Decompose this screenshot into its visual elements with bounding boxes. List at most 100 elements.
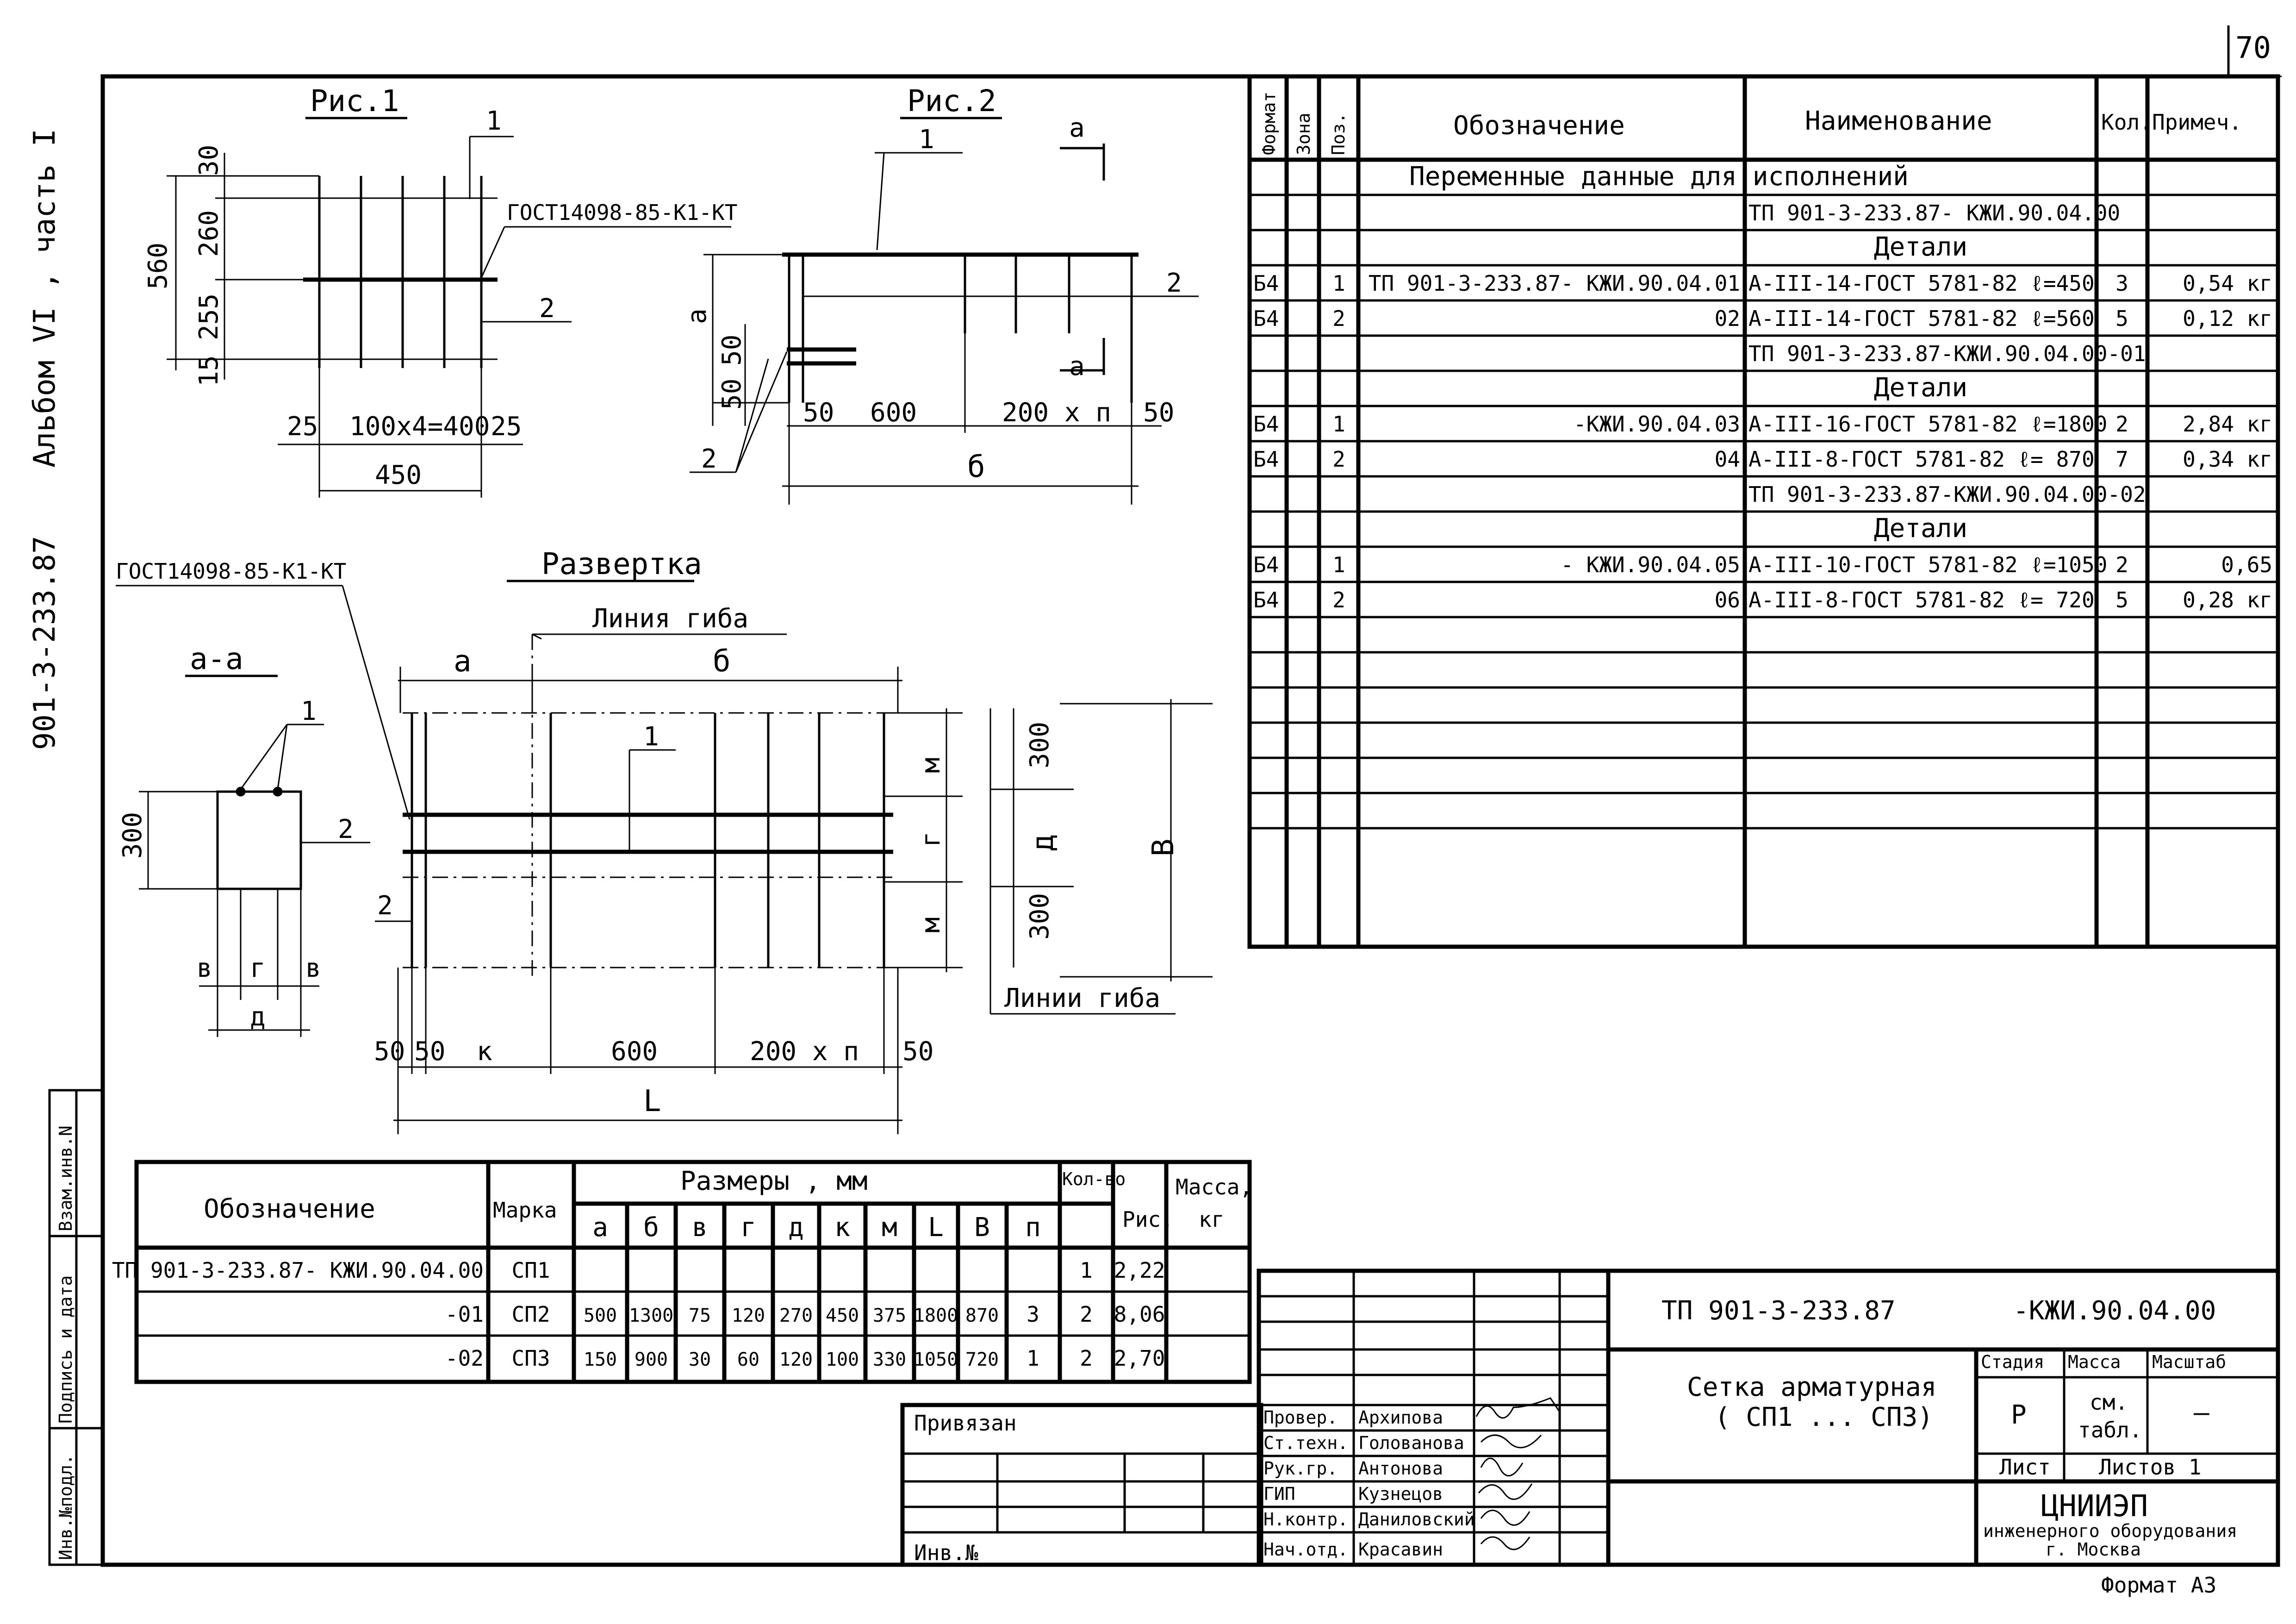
dev-dim-a: а [454, 644, 472, 679]
fig1-dim-15: 15 [194, 356, 224, 387]
section-a-a: а-а 1 2 300 в г в д [118, 642, 370, 1037]
fig1-dim-260: 260 [194, 210, 224, 257]
dim-cell: 1050 [914, 1349, 958, 1370]
dim-cell: 1300 [629, 1305, 673, 1326]
dim-h-marka: Марка [493, 1198, 557, 1223]
tb-org-1: ЦНИИЭП [2041, 1489, 2148, 1524]
dev-dim-g: г [916, 831, 946, 847]
spec-h-poz: Поз. [1328, 112, 1349, 155]
tb-person-name: Архипова [1358, 1407, 1443, 1428]
dim-cell: 330 [873, 1349, 906, 1370]
dim-h-oboznach: Обозначение [204, 1194, 375, 1224]
fig1-dim-25b: 25 [491, 412, 522, 442]
spec-cell-oboznach: - КЖИ.90.04.05 [1561, 552, 1740, 577]
fig1-dim-30: 30 [194, 145, 224, 176]
section-dim-v1: в [197, 953, 212, 983]
page-number: 70 [2235, 31, 2271, 65]
signature-1 [1475, 1397, 1561, 1419]
privyazan-box [900, 1403, 1263, 1567]
spec-cell-naimen: Детали [1874, 373, 1967, 403]
dim-h-kg: кг [1199, 1207, 1224, 1232]
tb-role: Нач.отд. [1263, 1539, 1348, 1560]
fig2-dim-b: б [967, 450, 985, 484]
album-label: Альбом VI , часть I [28, 129, 62, 468]
tb-list: Лист [1999, 1455, 2051, 1480]
dev-dim-50c: 50 [902, 1037, 933, 1067]
dim-cell: 150 [584, 1349, 617, 1370]
stamp-vzam: Взам.инв.N [56, 1125, 76, 1231]
side-stamp: Взам.инв.N Подпись и дата Инв.№подл. [48, 1089, 104, 1566]
spec-cell-naimen: Детали [1874, 513, 1967, 543]
spec-cell-format: Б4 [1253, 271, 1279, 296]
spec-h-kol: Кол. [2101, 110, 2153, 135]
section-dim-v2: в [305, 953, 321, 983]
dim-cell: 60 [737, 1349, 759, 1370]
section-title: а-а [190, 642, 243, 676]
dev-dim-k: к [477, 1037, 492, 1067]
tb-name-1: Сетка арматурная [1687, 1372, 1936, 1402]
dev-dim-50a: 50 [374, 1037, 405, 1067]
fig1-dim-560: 560 [143, 243, 173, 289]
tb-stadia: Р [2011, 1400, 2027, 1430]
spec-cell-oboznach: -КЖИ.90.04.03 [1574, 412, 1740, 437]
dev-dim-b: б [713, 644, 731, 679]
tb-org-2: инженерного оборудования [1983, 1521, 2237, 1541]
spec-cell-format: Б4 [1253, 412, 1279, 437]
spec-cell-kol: 3 [2116, 271, 2128, 296]
fig2-dim-600: 600 [870, 398, 917, 428]
dim-cell: 270 [779, 1305, 813, 1326]
fig2-section-mark: а [1069, 113, 1085, 143]
spec-cell-naimen: ТП 901-3-233.87-КЖИ.90.04.00-02 [1748, 482, 2146, 507]
tb-doc-suffix: -КЖИ.90.04.00 [2013, 1296, 2216, 1326]
fig2-dim-200n: 200 x п [1002, 398, 1111, 428]
dev-dim-L: L [643, 1084, 661, 1118]
dev-dim-600: 600 [611, 1037, 658, 1067]
spec-cell-naimen: А-III-14-ГОСТ 5781-82 ℓ=560 [1748, 306, 2095, 331]
dim-cell: СП3 [511, 1346, 550, 1371]
tb-role: ГИП [1263, 1484, 1295, 1504]
fig2-title: Рис.2 [907, 84, 996, 119]
fig1-pos-2: 2 [539, 294, 555, 324]
dim-cell: 8,06 [1114, 1302, 1165, 1327]
fig2-section-mark-b: а [1069, 351, 1085, 381]
dim-cell: 2 [1080, 1302, 1093, 1327]
spec-cell-naimen: ТП 901-3-233.87-КЖИ.90.04.00-01 [1748, 341, 2146, 366]
development-gost: ГОСТ14098-85-К1-КТ [116, 559, 347, 584]
spec-cell-primech: 0,65 [2221, 552, 2272, 577]
spec-cell-primech: 0,54 кг [2183, 271, 2272, 296]
dim-cell: 900 [635, 1349, 668, 1370]
tb-format: Формат А3 [2101, 1573, 2216, 1598]
development-view: Развертка Линия гиба ГОСТ14098-85-К1-КТ … [116, 547, 1213, 1134]
dev-dim-300a: 300 [1025, 722, 1055, 768]
dim-cell: 100 [826, 1349, 859, 1370]
spec-cell-naimen: А-III-8-ГОСТ 5781-82 ℓ= 720 [1748, 587, 2095, 612]
spec-h-naimen: Наименование [1805, 106, 1992, 136]
dim-subheader: а [592, 1212, 608, 1243]
section-rod-1 [236, 787, 246, 797]
dim-cell: 120 [732, 1305, 765, 1326]
section-dim-300: 300 [118, 812, 148, 859]
tb-masshtab-h: Масштаб [2152, 1352, 2226, 1372]
stamp-podpis: Подпись и дата [56, 1275, 76, 1424]
spec-cell-format: Б4 [1253, 552, 1279, 577]
tb-role: Провер. [1263, 1407, 1338, 1428]
fig1-pos-1: 1 [486, 106, 502, 136]
spec-cell-primech: 2,84 кг [2183, 412, 2272, 437]
development-title: Развертка [541, 547, 702, 581]
dim-subheader: В [974, 1212, 990, 1243]
dim-cell: 500 [584, 1305, 617, 1326]
tb-stadia-h: Стадия [1981, 1352, 2044, 1372]
dim-cell: СП2 [511, 1302, 550, 1327]
spec-cell-poz: 1 [1332, 271, 1345, 296]
fig2-pos-2: 2 [1166, 268, 1182, 298]
spec-cell-kol: 2 [2116, 412, 2128, 437]
spec-cell-poz: 2 [1332, 587, 1345, 612]
dim-cell-oboznach: -02 [445, 1346, 484, 1371]
fig1-dim-450: 450 [375, 460, 422, 490]
fig1-dim-100x4: 100x4=400 [349, 412, 490, 442]
dim-subheader: в [692, 1212, 708, 1243]
spec-cell-naimen: Детали [1874, 232, 1967, 262]
title-block: ПривязанИнв.№Провер.Ст.техн.Рук.гр.ГИПН.… [900, 1268, 2280, 1598]
tb-massa-h: Масса [2068, 1352, 2121, 1372]
